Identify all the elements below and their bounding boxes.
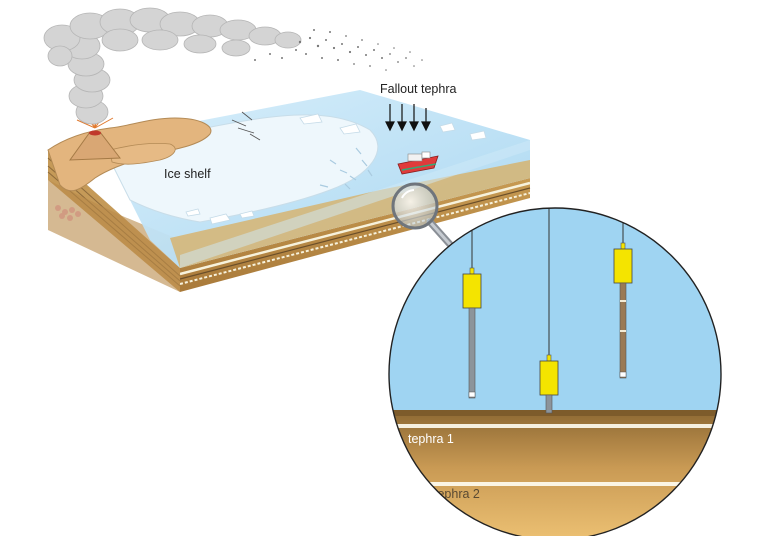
lens-seafloor-top — [389, 410, 721, 416]
bedrock-left — [48, 180, 180, 292]
ash-plume-icon — [43, 7, 423, 125]
ice-crevasses — [319, 147, 373, 190]
block-diagram — [47, 90, 531, 292]
ice-shelf-label: Ice shelf — [164, 167, 211, 181]
lens-water — [389, 208, 721, 412]
fallout-arrows — [385, 104, 431, 132]
tephra2-label: tephra 2 — [434, 487, 480, 501]
tephra1-band — [389, 424, 721, 428]
ash-particles — [254, 29, 423, 71]
core-sampler-icon — [539, 208, 559, 414]
fallout-plane — [180, 140, 530, 268]
strata-line — [179, 187, 531, 280]
fallout-tephra-label: Fallout tephra — [380, 82, 456, 96]
icebergs — [185, 113, 487, 225]
wind-lines — [231, 111, 261, 141]
tephra1-label: tephra 1 — [408, 432, 454, 446]
zoom-lens: tephra 1 tephra 2 — [389, 208, 721, 536]
tephra2-band — [389, 482, 721, 486]
island-land — [109, 142, 176, 165]
core-sampler-icon — [613, 208, 633, 379]
zoom-lens-border — [388, 207, 722, 536]
ship-icon — [397, 151, 439, 175]
core-sampler-icon — [462, 208, 482, 399]
tephra-layer-line — [179, 181, 531, 276]
tephra-layer-line — [179, 192, 531, 285]
lens-sediment — [389, 412, 721, 536]
